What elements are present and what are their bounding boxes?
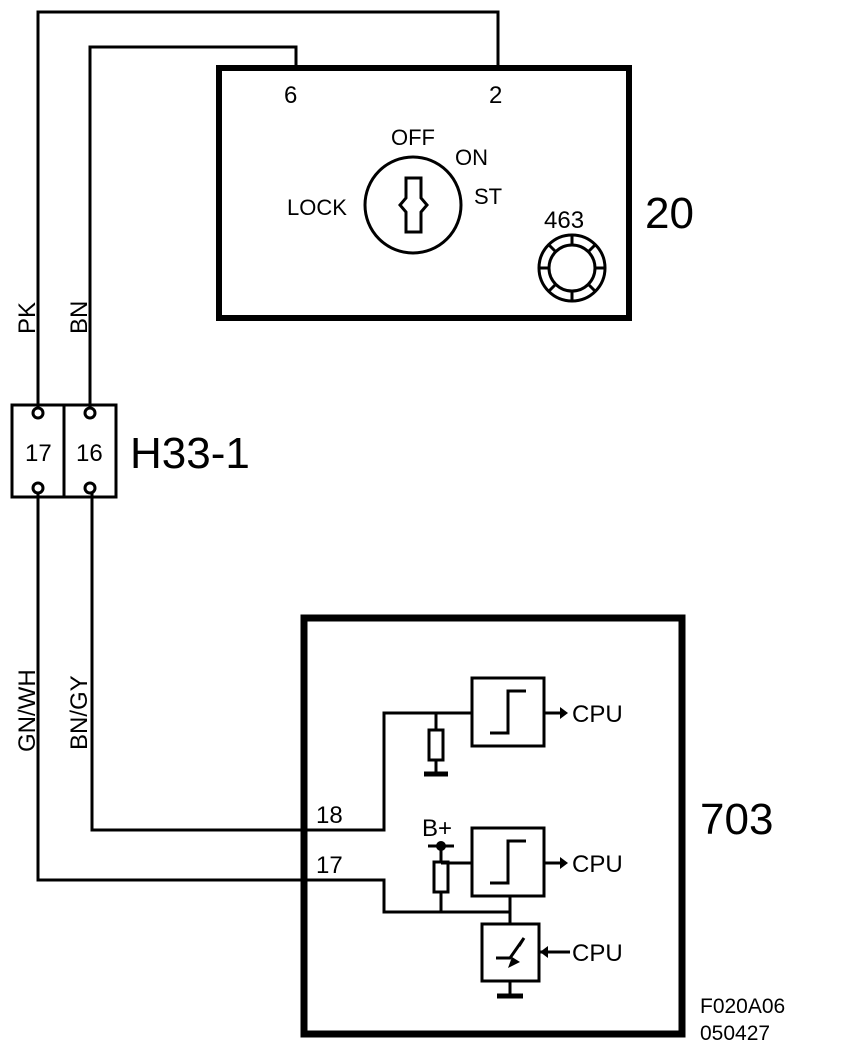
module-id: 703 bbox=[700, 795, 773, 844]
pulldown-resistor-icon bbox=[427, 728, 445, 762]
schmitt-trigger-icon bbox=[490, 689, 526, 735]
wire-bn-upper bbox=[88, 45, 298, 410]
supply-label: B+ bbox=[422, 815, 452, 842]
wire-label-bngy: BN/GY bbox=[66, 675, 93, 750]
figure-date: 050427 bbox=[700, 1022, 770, 1045]
schmitt-trigger-icon bbox=[490, 839, 526, 885]
wire-label-pk: PK bbox=[14, 302, 41, 334]
key-slot-icon bbox=[398, 176, 429, 234]
cpu-label-3: CPU bbox=[572, 940, 623, 967]
connector-id: H33-1 bbox=[130, 429, 250, 478]
control-module-703: 18 17 CPU B+ CPU CPU bbox=[300, 614, 773, 1038]
arrow-right-icon bbox=[560, 857, 568, 869]
switch-element-icon bbox=[496, 937, 526, 960]
ignition-switch: 6 2 OFF ON ST LOCK 463 20 bbox=[216, 65, 694, 321]
switch-position-off: OFF bbox=[391, 125, 435, 150]
switch-pin-6: 6 bbox=[284, 82, 297, 109]
cpu-label-1: CPU bbox=[572, 701, 623, 728]
module-pin-17: 17 bbox=[316, 852, 343, 879]
module-pin-18: 18 bbox=[316, 802, 343, 829]
switch-id: 20 bbox=[645, 189, 694, 238]
lamp-icon bbox=[537, 233, 607, 303]
pullup-resistor-icon bbox=[432, 860, 450, 894]
output-driver bbox=[480, 922, 541, 983]
cpu-label-2: CPU bbox=[572, 851, 623, 878]
switch-pin-2: 2 bbox=[489, 82, 502, 109]
connector-pin-16: 16 bbox=[76, 440, 103, 467]
figure-code: F020A06 bbox=[700, 995, 785, 1018]
wire-bngy-lower bbox=[90, 490, 308, 832]
switch-position-lock: LOCK bbox=[287, 195, 347, 220]
wire-label-bn: BN bbox=[66, 301, 93, 334]
arrow-left-icon bbox=[540, 946, 548, 958]
module-trace-17 bbox=[304, 878, 512, 914]
module-trace-18 bbox=[304, 711, 474, 832]
switch-position-on: ON bbox=[455, 145, 488, 170]
connector-pin-17: 17 bbox=[25, 440, 52, 467]
wire-gnwh-lower bbox=[36, 490, 308, 882]
wire-label-gnwh: GN/WH bbox=[14, 669, 41, 752]
wire-pk-upper bbox=[36, 10, 500, 410]
connector-h33-1: 17 16 H33-1 bbox=[10, 403, 250, 499]
key-cylinder-icon bbox=[363, 155, 463, 255]
switch-position-st: ST bbox=[474, 184, 502, 209]
lamp-label: 463 bbox=[544, 207, 584, 234]
arrow-right-icon bbox=[560, 707, 568, 719]
